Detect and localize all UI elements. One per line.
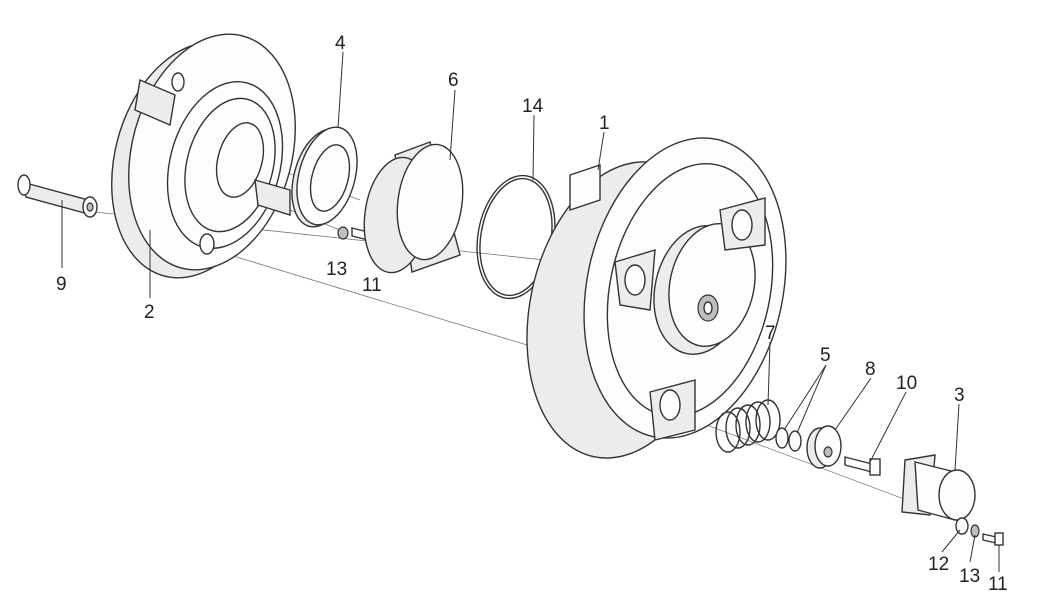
callout-1: 1 (599, 113, 610, 134)
part-13-washer (337, 226, 349, 240)
callout-12: 12 (928, 554, 949, 575)
callout-4: 4 (335, 33, 346, 54)
leader-lines (61, 51, 1000, 572)
callout-7: 7 (765, 323, 776, 344)
part-7-spring (715, 399, 781, 453)
callout-11b: 11 (988, 574, 1008, 595)
callout-8: 8 (865, 359, 876, 380)
part-10-bolt (844, 456, 881, 476)
callout-6: 6 (448, 70, 459, 91)
callout-3: 3 (954, 385, 965, 406)
callout-5: 5 (820, 345, 831, 366)
part-1-drum (526, 137, 787, 459)
part-5-washers (775, 427, 802, 452)
part-11-screw (982, 532, 1004, 546)
part-2-flange-disk (111, 33, 296, 279)
part-12-washer (955, 517, 969, 535)
part-9-shaft (17, 174, 98, 218)
part-6-puck (363, 141, 464, 274)
part-4-cover-plate (291, 126, 358, 228)
callout-14: 14 (522, 96, 544, 117)
part-8-bushing (806, 425, 842, 469)
callout-13b: 13 (959, 566, 980, 587)
part-3-cap (901, 454, 976, 521)
callout-labels: 4 6 14 1 9 2 13 11 7 5 8 10 3 12 13 11 (56, 33, 1008, 595)
callout-10: 10 (896, 373, 917, 394)
callout-9: 9 (56, 274, 67, 295)
callout-11: 11 (362, 275, 382, 296)
callout-13: 13 (326, 259, 347, 280)
callout-2: 2 (144, 302, 155, 323)
